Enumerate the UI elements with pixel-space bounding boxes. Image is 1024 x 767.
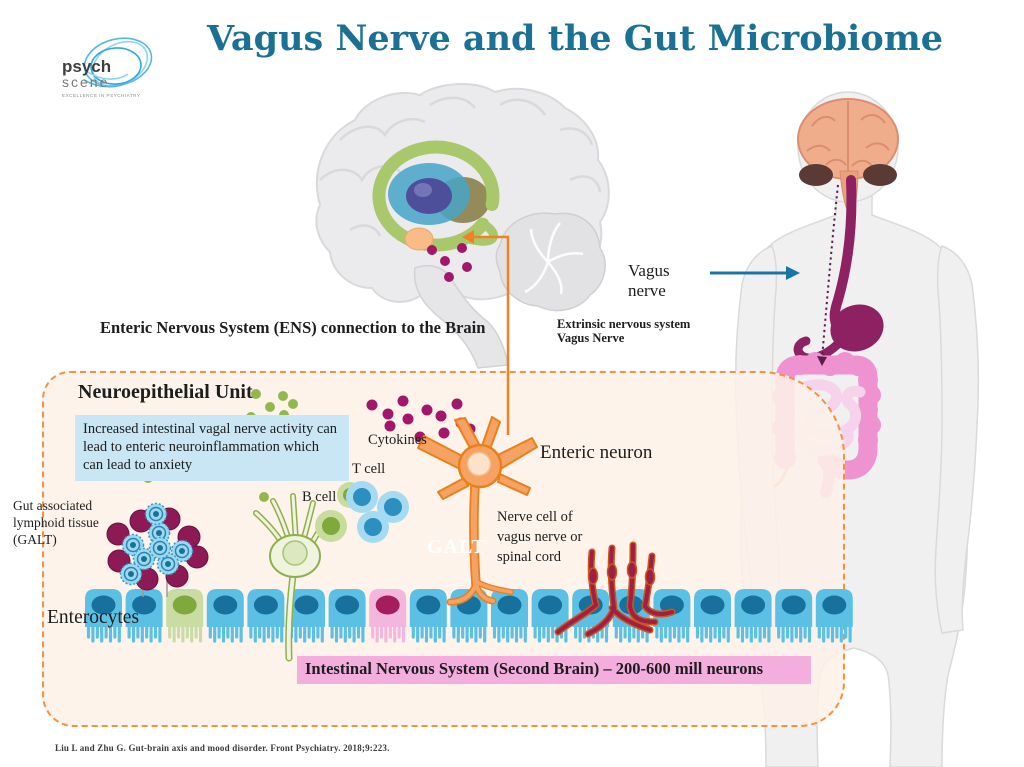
nerve-cell-label: Nerve cell of vagus nerve or spinal cord (497, 509, 583, 565)
right-arm (934, 245, 980, 634)
logo-word-psych: psych (62, 57, 111, 76)
vagus-arrow (710, 266, 800, 280)
extrinsic-nervous-system-label: Extrinsic nervous system Vagus Nerve (557, 317, 691, 345)
galt-label: Gut associated lymphoid tissue (GALT) (13, 498, 99, 547)
gyri-lines (319, 96, 602, 237)
limbic-ring (372, 140, 500, 252)
enterocytes-label: Enterocytes (47, 607, 140, 628)
sagittal-brain-illustration (315, 83, 610, 369)
galt-cell-cluster (106, 502, 209, 591)
galt-watermark: GALT (427, 536, 486, 558)
logo-tagline: EXCELLENCE IN PSYCHIATRY (62, 93, 140, 98)
logo-word-scene: scene (62, 74, 109, 90)
hypothalamus-blob (404, 227, 434, 251)
enteric-neuron-figure (417, 416, 538, 606)
cytokines-label: Cytokines (368, 432, 427, 448)
page-title: Vagus Nerve and the Gut Microbiome (206, 18, 943, 59)
t-cells (346, 481, 409, 543)
psychscene-logo: psych scene EXCELLENCE IN PSYCHIATRY (62, 37, 153, 98)
ens-neuron-figure (554, 541, 676, 638)
neuroepithelial-unit-heading: Neuroepithelial Unit (78, 381, 253, 403)
intestinal-nervous-system-banner: Intestinal Nervous System (Second Brain)… (297, 656, 811, 684)
brainstem-nuclei-dots (427, 243, 472, 282)
connector-arrow-orange (462, 230, 510, 435)
citation: Liu L and Zhu G. Gut-brain axis and mood… (55, 743, 390, 753)
t-cell-label: T cell (352, 461, 386, 477)
logo-brain-swirl-icon (83, 37, 153, 88)
b-cell-label: B cell (302, 489, 337, 505)
vagus-nerve-label: Vagus nerve (628, 261, 670, 300)
enteric-neuron-label: Enteric neuron (540, 442, 653, 463)
ens-connection-label: Enteric Nervous System (ENS) connection … (100, 318, 486, 337)
vagal-activity-infobox: Increased intestinal vagal nerve activit… (75, 415, 349, 481)
cytokine-dots (366, 395, 476, 443)
arbor-vitae (524, 222, 584, 295)
